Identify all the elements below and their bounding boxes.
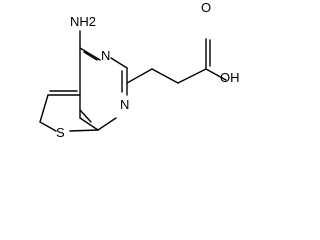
bond-c4-n3-double — [83, 51, 98, 61]
bond-c4-n3 — [79, 47, 101, 61]
bond-c7a-c4a-inner — [79, 109, 92, 123]
bond-ch2b-c — [177, 68, 207, 84]
carbonyl-oxygen-label: O — [201, 0, 211, 15]
bond-c5-c6 — [39, 94, 49, 123]
ring-n-top-label: N — [101, 48, 110, 63]
bond-c6-s7 — [39, 121, 57, 132]
bond-n3-c2 — [110, 57, 128, 69]
ring-n-bottom-label: N — [120, 97, 129, 112]
bonds — [39, 30, 227, 132]
bond-ch2a-ch2b — [151, 68, 179, 84]
bond-c2-ch2a — [126, 68, 153, 84]
hydroxyl-label: OH — [220, 70, 240, 85]
bond-c-oh — [205, 68, 227, 81]
bond-c7a-c4a — [79, 117, 99, 131]
chemical-structure: NH2 N N S OH O — [39, 0, 240, 140]
sulfur-label: S — [56, 125, 65, 140]
bond-n1-c7a — [97, 117, 117, 131]
amine-label: NH2 — [70, 14, 96, 29]
atom-labels: NH2 N N S OH O — [56, 0, 240, 140]
bond-s7-c7a — [69, 129, 99, 132]
